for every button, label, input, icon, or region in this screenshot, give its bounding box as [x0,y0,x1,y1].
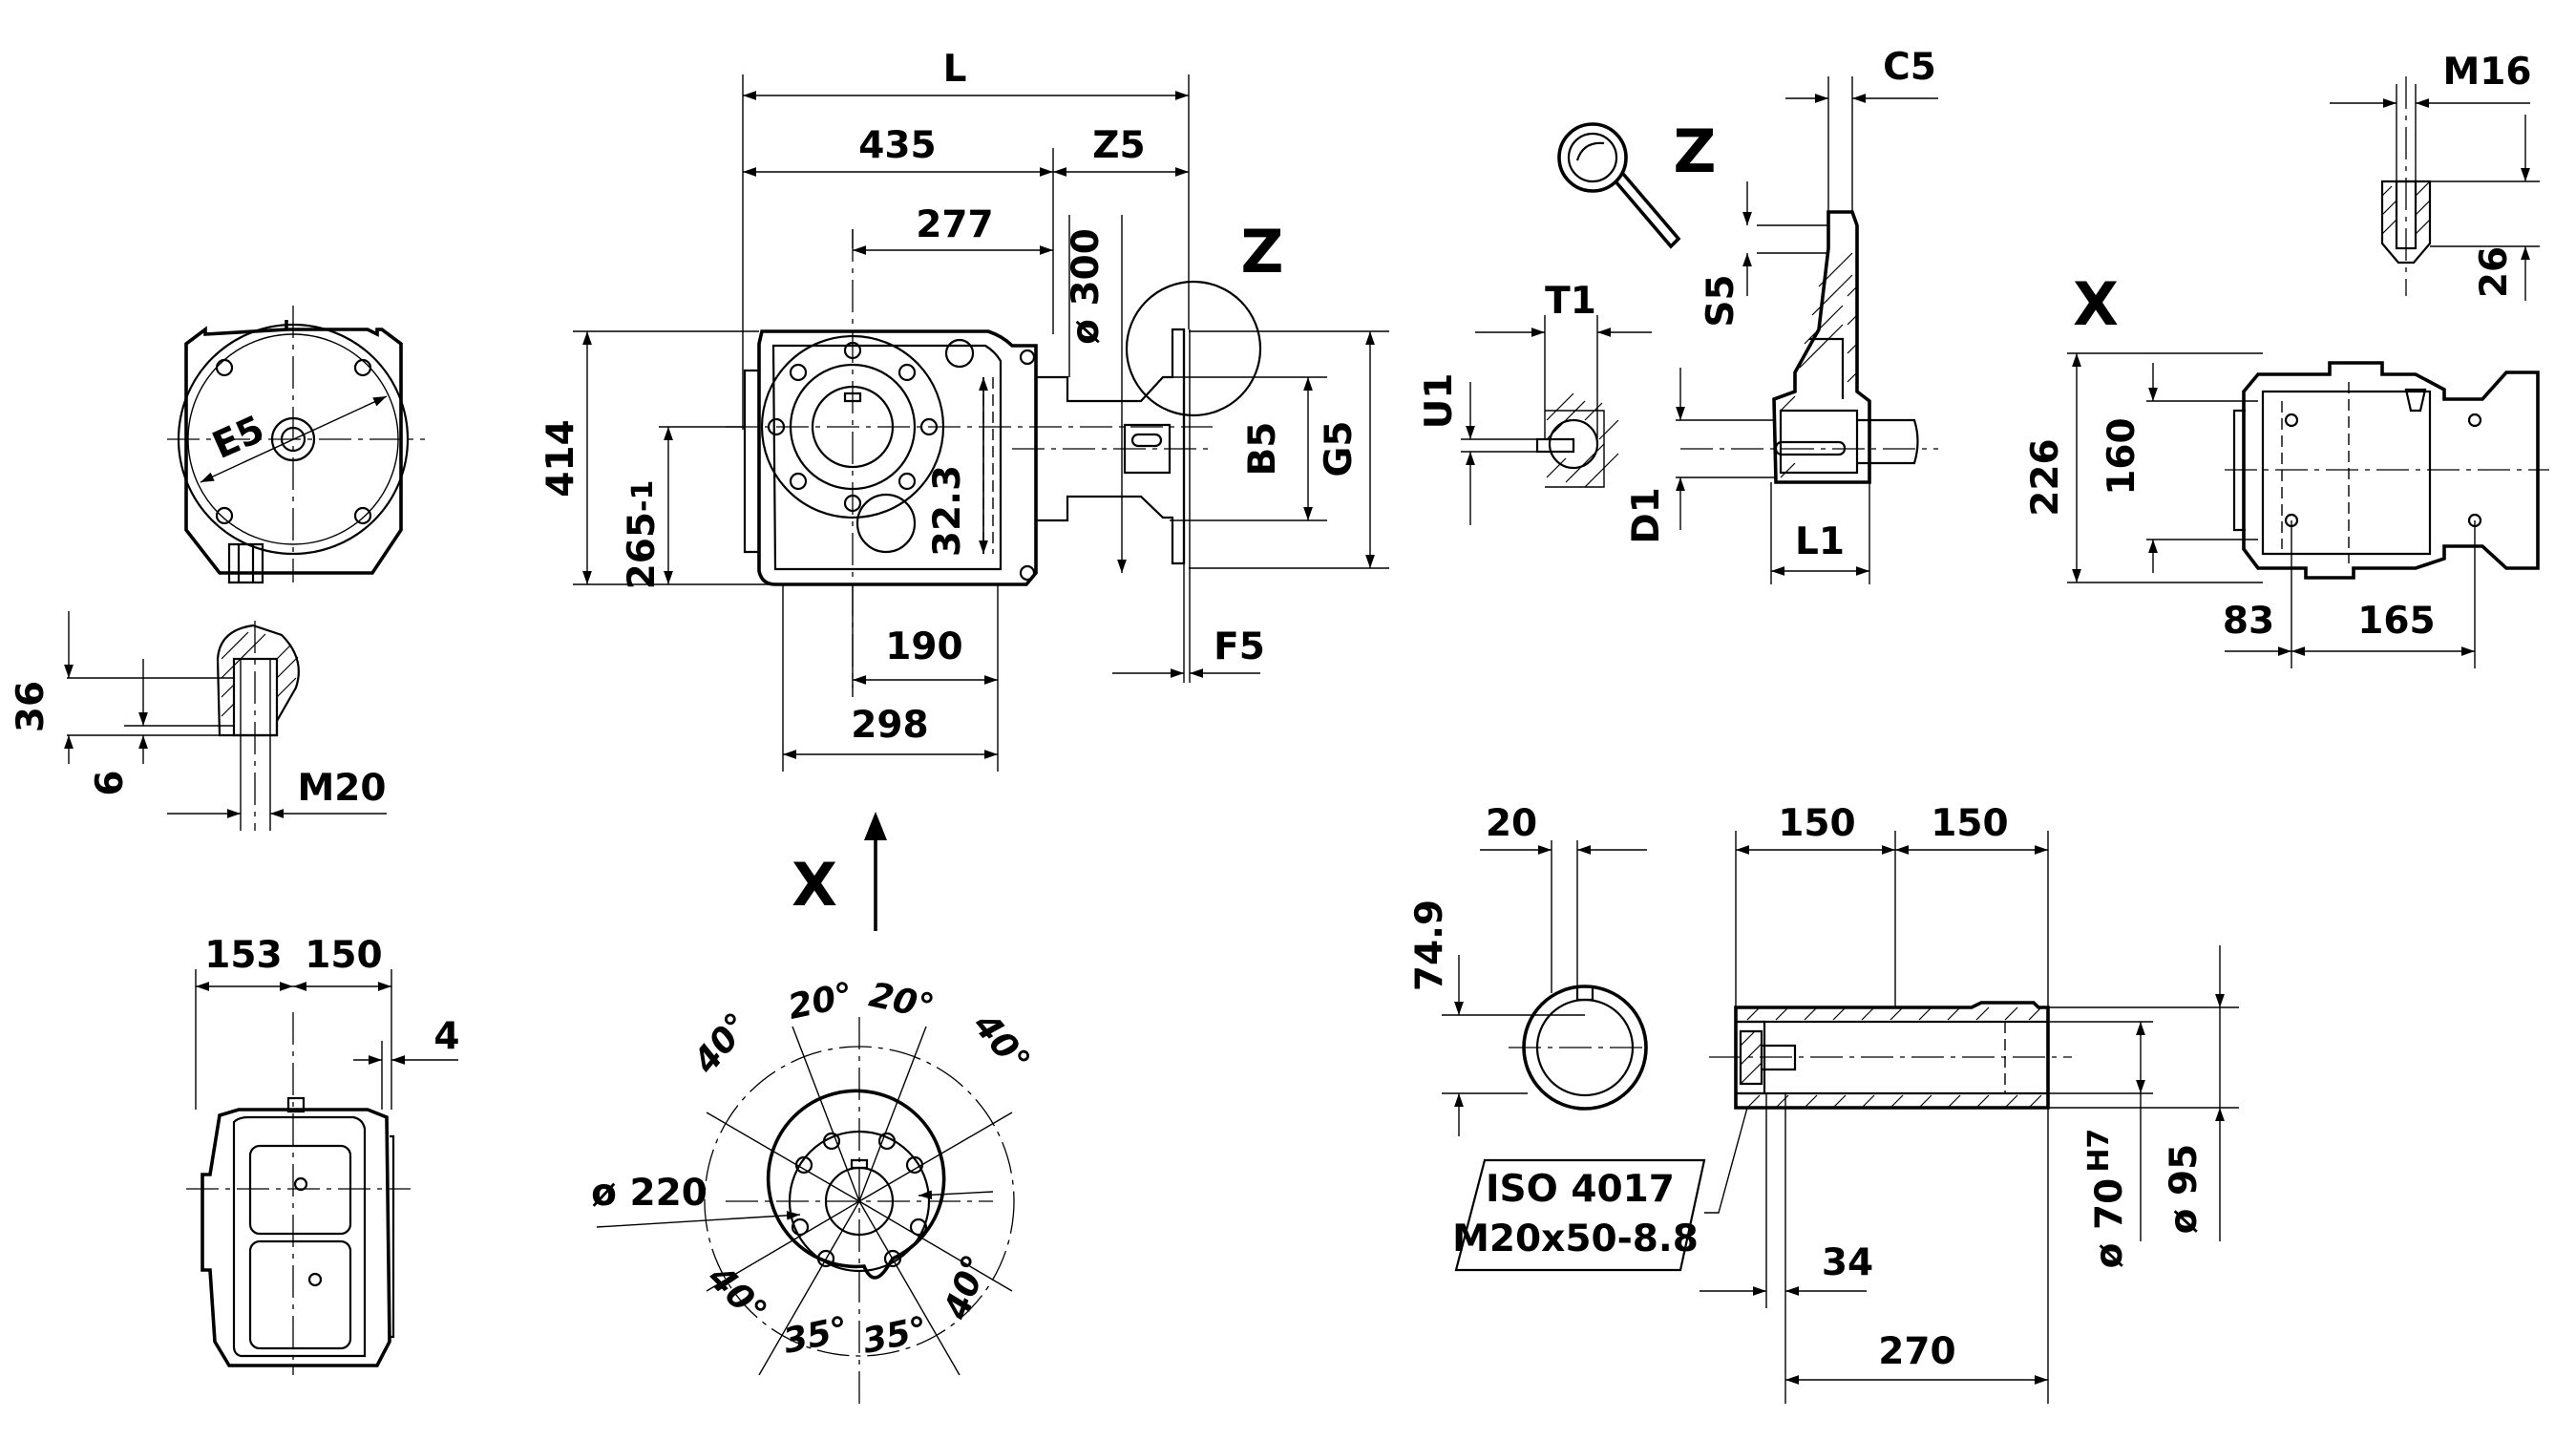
dim-34: 34 [1822,1241,1873,1284]
dim-B5: B5 [1241,422,1284,476]
dim-435: 435 [858,124,936,167]
dim-6: 6 [89,770,132,795]
dim-160: 160 [2101,417,2143,495]
dim-74-9: 74.9 [1408,900,1451,991]
angle-40-bottom-left: 40° [700,1258,774,1332]
dim-20: 20 [1486,802,1537,845]
dim-T1: T1 [1545,280,1596,323]
dim-153: 153 [204,934,282,977]
angle-20-left: 20° [785,976,856,1027]
dim-4: 4 [433,1015,459,1058]
view-label-z-detail: Z [1674,116,1717,186]
dim-dia-95: ø 95 [2163,1144,2206,1235]
top-housing [2242,361,2540,580]
dim-G5: G5 [1318,420,1361,476]
dim-298: 298 [851,704,928,747]
dim-F5: F5 [1214,625,1265,668]
left-detail-view: 36 6 M20 [10,611,387,831]
dim-150: 150 [305,934,382,977]
dim-36: 36 [10,681,53,732]
dim-277: 277 [916,203,993,246]
iso-label-box [1454,1158,1706,1272]
dim-S5: S5 [1700,274,1742,327]
dim-26: 26 [2473,246,2516,298]
dim-83: 83 [2223,600,2274,643]
dim-M20: M20 [297,767,386,810]
angle-40-top-left: 40° [686,1006,758,1081]
dim-270: 270 [1878,1330,1955,1373]
dim-226: 226 [2024,438,2067,516]
flange-pattern-view: ø 220 40° 20° 20° 40° 40° 35° 35° 40° [591,976,1037,1404]
view-label-x: X [2073,269,2119,339]
dim-dia-300: ø 300 [1065,228,1108,345]
dim-E5: E5 [206,408,270,468]
dim-dia-220: ø 220 [591,1172,707,1215]
dim-414: 414 [539,419,582,497]
view-label-x-arrow: X [792,850,837,920]
dim-C5: C5 [1883,46,1936,89]
angle-35-left: 35° [780,1310,852,1362]
magnifier-icon [1557,122,1681,249]
main-view: L 435 Z5 277 ø 300 414 265-1 32.3 B5 G5 … [539,48,1389,772]
view-x-arrow: X [792,812,887,931]
dim-M16: M16 [2442,51,2531,94]
iso-label-line2: M20x50-8.8 [1452,1218,1699,1260]
flange-outline [766,1089,946,1280]
dim-150-b: 150 [1931,802,2008,845]
x-view: X M16 26 [2024,51,2549,668]
angle-40-bottom-right: 40° [937,1250,996,1325]
dim-D1: D1 [1625,487,1668,544]
hollow-shaft-view: 20 74.9 [1408,802,2239,1404]
dim-L: L [943,48,967,91]
bottom-left-view: 153 150 4 [186,934,460,1375]
detail-z-circle [1125,280,1262,417]
angle-35-right: 35° [859,1310,931,1362]
gear-housing [757,329,1038,586]
dim-190: 190 [885,625,962,668]
angle-20-right: 20° [866,976,938,1027]
dim-150-a: 150 [1778,802,1855,845]
view-label-z: Z [1241,217,1284,286]
angle-40-top-right: 40° [965,1006,1038,1081]
iso-label-line1: ISO 4017 [1486,1168,1675,1211]
dim-U1: U1 [1418,373,1461,430]
z-detail-view: Z [1418,46,1938,584]
dim-L1: L1 [1795,520,1845,563]
dim-Z5: Z5 [1092,124,1145,167]
dim-dia-70: ø 70H7 [2082,1129,2131,1269]
hollow-shaft-section [1734,1001,2050,1110]
side-housing [201,1108,391,1367]
dim-265: 265-1 [621,480,664,590]
dim-32-3: 32.3 [926,465,969,557]
dim-165: 165 [2357,600,2435,643]
left-top-view: E5 [167,306,425,584]
